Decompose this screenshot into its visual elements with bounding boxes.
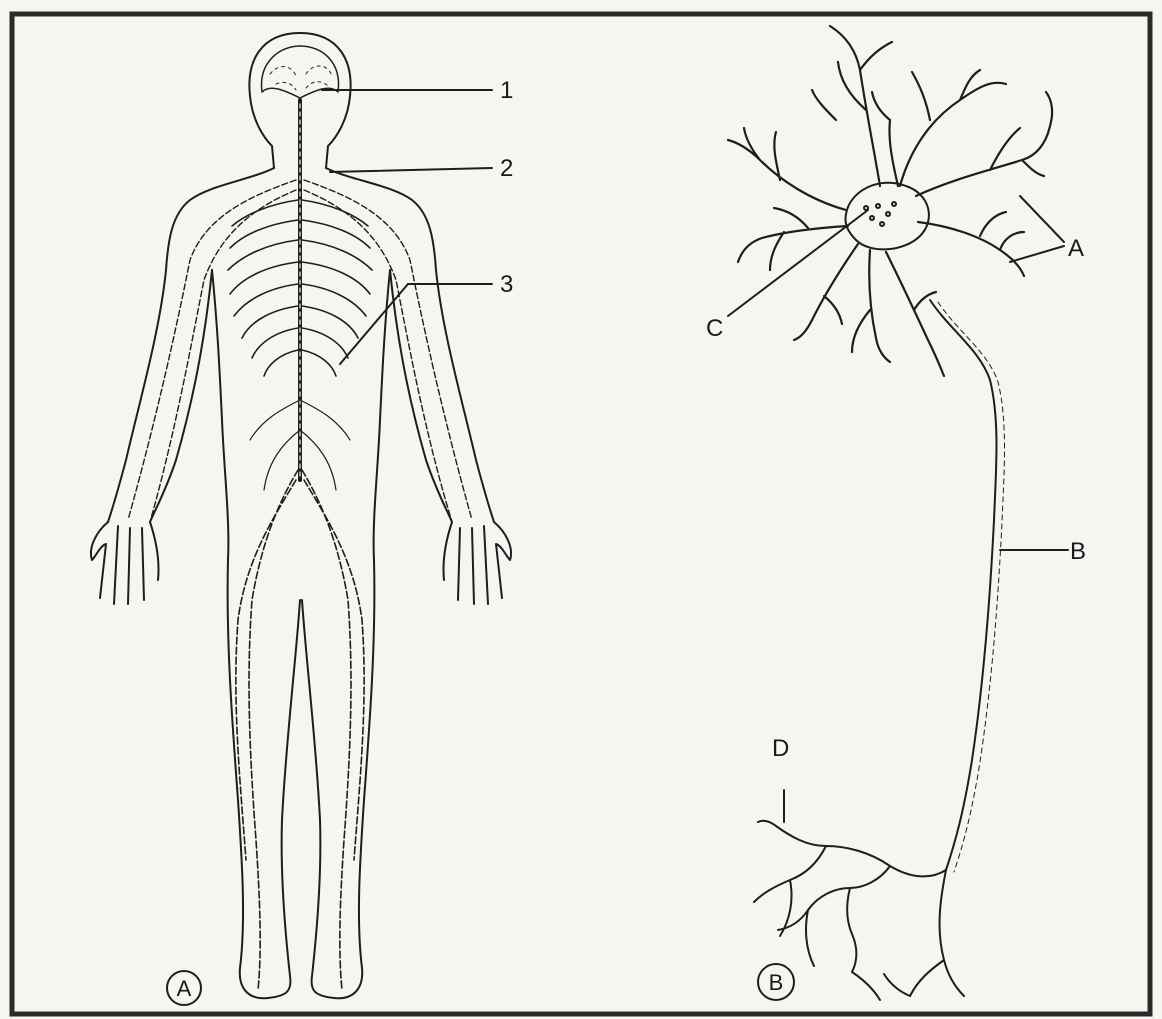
label-b: B: [1070, 538, 1086, 565]
label-1: 1: [500, 77, 513, 104]
leader-a-lower: [1010, 246, 1064, 262]
right-leg: [302, 560, 374, 998]
leg-nerves: [236, 470, 364, 990]
left-leg: [228, 560, 300, 998]
figure-border: [12, 14, 1150, 1014]
left-hand: [91, 522, 159, 604]
panel-a-label: A: [177, 976, 192, 1001]
leader-3-diagonal: [340, 284, 408, 364]
inner-arm-left: [150, 270, 212, 522]
waist-left: [212, 270, 228, 560]
leader-2: [330, 168, 492, 172]
brain-folds: [270, 66, 332, 90]
label-c: C: [706, 315, 723, 342]
figure-b-leaders: [728, 196, 1068, 822]
panel-b-label: B: [769, 970, 784, 995]
figure-a-leaders: [322, 90, 492, 364]
label-a: A: [1068, 235, 1084, 262]
neuron-figure: [728, 26, 1052, 1000]
right-hand: [443, 522, 511, 604]
dendrites: [728, 26, 1052, 376]
nervous-system: [128, 100, 472, 990]
axon-inner: [938, 302, 1005, 872]
axon: [930, 300, 997, 870]
label-d: D: [772, 735, 789, 762]
axon-terminals: [754, 821, 964, 1000]
label-2: 2: [500, 155, 513, 182]
inner-arm-right: [390, 270, 452, 522]
nucleus-dots: [864, 202, 896, 226]
label-3: 3: [500, 271, 513, 298]
leader-c: [728, 210, 868, 316]
leader-a-upper: [1020, 196, 1064, 242]
